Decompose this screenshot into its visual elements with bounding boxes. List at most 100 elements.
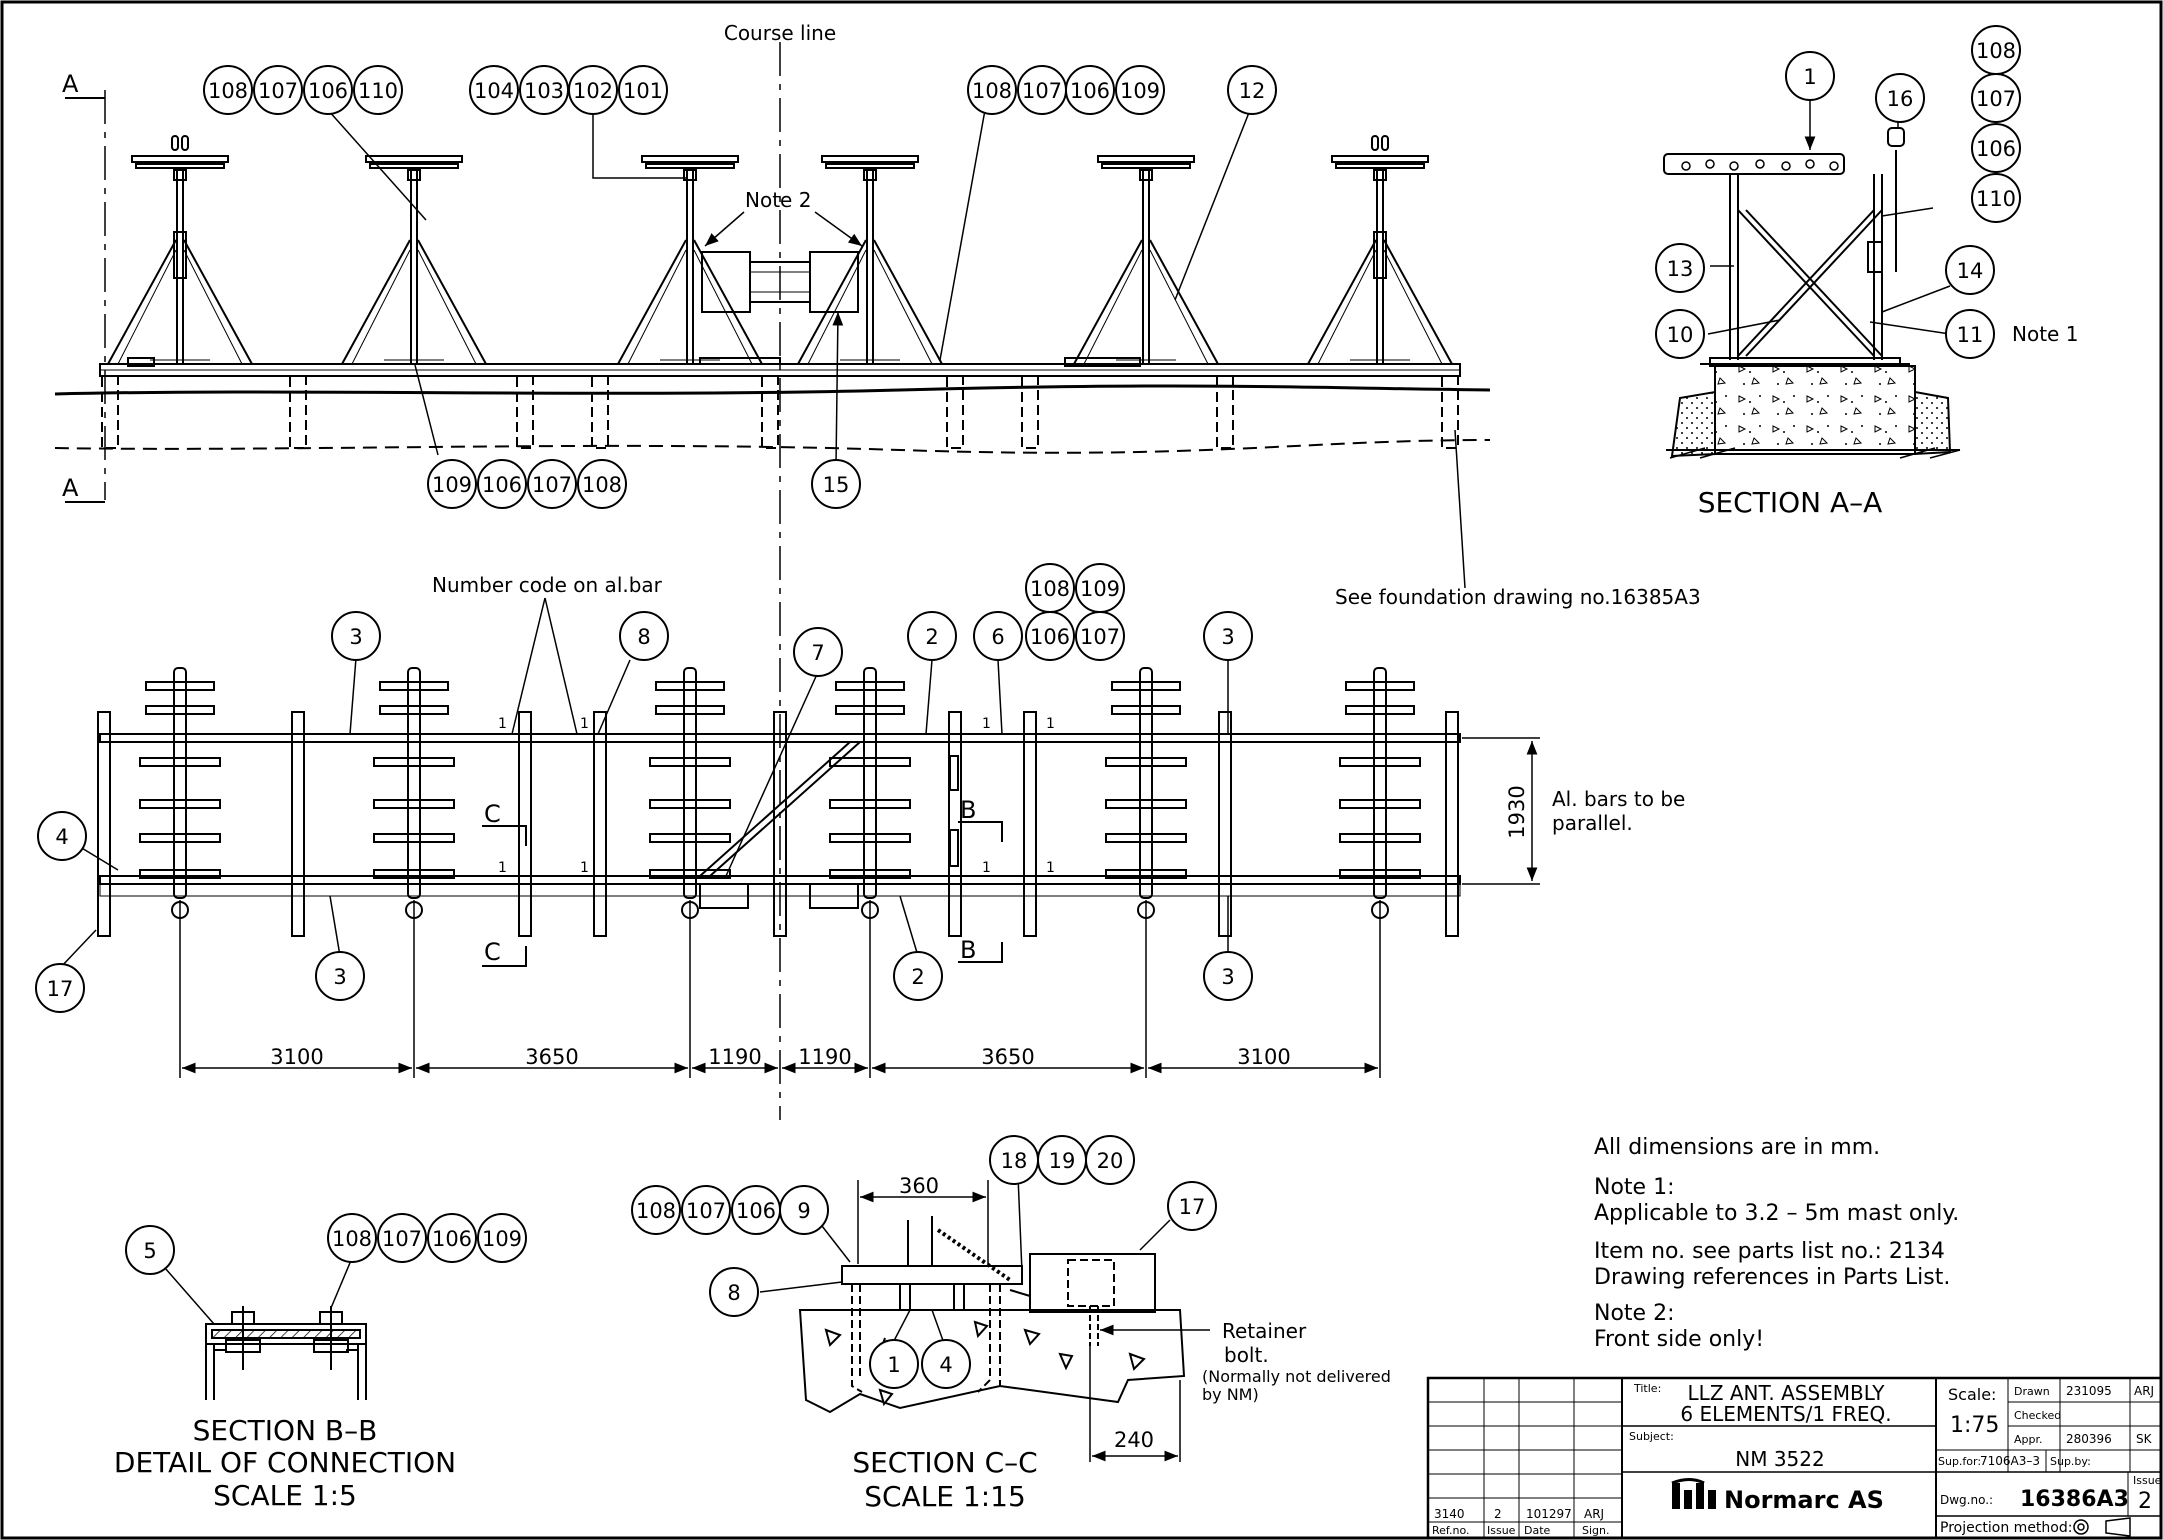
item-balloon: 7	[793, 627, 843, 677]
balloon-number: 2	[911, 965, 924, 989]
item-balloon: 103	[519, 65, 569, 115]
balloon-number: 4	[55, 825, 68, 849]
svg-text:Projection method:: Projection method:	[1940, 1520, 2072, 1536]
balloon-number: 2	[925, 625, 938, 649]
item-balloon: 3	[331, 611, 381, 661]
number-code-note: Number code on al.bar	[432, 573, 663, 597]
svg-text:Subject:: Subject:	[1629, 1430, 1674, 1443]
item-balloon: 106	[427, 1213, 477, 1263]
svg-text:SK: SK	[2136, 1432, 2153, 1446]
balloon-number: 16	[1887, 87, 1914, 111]
svg-text:3100: 3100	[270, 1045, 323, 1069]
dimension-texts: 3100 3650 1190 1190 3650 3100 1930	[270, 785, 1529, 1069]
svg-text:1: 1	[1046, 860, 1055, 876]
balloon-number: 103	[524, 79, 564, 103]
item-balloon: 17	[35, 963, 85, 1013]
balloon-number: 15	[823, 473, 850, 497]
retainer-3: (Normally not delivered	[1202, 1367, 1391, 1386]
item-balloon: 2	[907, 611, 957, 661]
item-balloon: 108	[1025, 563, 1075, 613]
balloon-number: 3	[349, 625, 362, 649]
svg-text:Normarc AS: Normarc AS	[1724, 1486, 1884, 1514]
balloon-number: 106	[1030, 625, 1070, 649]
balloon-number: 102	[573, 79, 613, 103]
balloon-number: 4	[939, 1353, 952, 1377]
dim-360: 360	[899, 1174, 939, 1198]
item-balloon: 18	[989, 1135, 1039, 1185]
balloon-number: 13	[1667, 257, 1694, 281]
plan-view	[97, 667, 1461, 937]
item-balloon: 108	[631, 1185, 681, 1235]
svg-text:6 ELEMENTS/1 FREQ.: 6 ELEMENTS/1 FREQ.	[1680, 1402, 1891, 1426]
svg-text:1: 1	[982, 860, 991, 876]
balloon-number: 107	[1080, 625, 1120, 649]
balloon-number: 106	[482, 473, 522, 497]
svg-text:SECTION C–C: SECTION C–C	[852, 1446, 1037, 1479]
balloon-number: 1	[887, 1353, 900, 1377]
section-aa-title: SECTION A–A	[1698, 486, 1883, 519]
leaders-elevation	[327, 109, 1466, 589]
svg-text:Drawing references in Parts Li: Drawing references in Parts List.	[1594, 1265, 1950, 1290]
balloon-number: 108	[208, 79, 248, 103]
svg-text:1: 1	[982, 716, 991, 732]
balloon-number: 107	[686, 1199, 726, 1223]
balloon-number: 107	[382, 1227, 422, 1251]
svg-text:101297: 101297	[1526, 1507, 1572, 1521]
section-cc-titles: SECTION C–C SCALE 1:15	[852, 1446, 1037, 1513]
svg-text:3140: 3140	[1434, 1507, 1465, 1521]
balloon-number: 12	[1239, 79, 1266, 103]
item-balloon: 1	[869, 1339, 919, 1389]
item-balloon: 9	[779, 1185, 829, 1235]
item-balloon: 17	[1167, 1181, 1217, 1231]
balloon-number: 14	[1957, 259, 1984, 283]
svg-text:All dimensions are in mm.: All dimensions are in mm.	[1594, 1135, 1880, 1160]
bar-codes: 1 1 1 1 1 1 1 1	[498, 716, 1055, 876]
section-c-bottom: C	[484, 938, 501, 966]
svg-text:7106A3–3: 7106A3–3	[1980, 1454, 2040, 1468]
item-balloon: 106	[1065, 65, 1115, 115]
item-balloon: 107	[1017, 65, 1067, 115]
item-balloon: 101	[618, 65, 668, 115]
item-balloon: 110	[353, 65, 403, 115]
item-balloon: 107	[1971, 73, 2021, 123]
svg-text:Checked: Checked	[2014, 1409, 2061, 1422]
item-balloon: 108	[1971, 25, 2021, 75]
title-block	[1426, 1376, 2163, 1540]
svg-text:2: 2	[2138, 1489, 2152, 1514]
item-balloon: 8	[619, 611, 669, 661]
item-balloon: 19	[1037, 1135, 1087, 1185]
item-balloon: 20	[1085, 1135, 1135, 1185]
leaders-bb	[164, 1257, 353, 1325]
svg-text:ARJ: ARJ	[1584, 1507, 1604, 1521]
item-balloon: 108	[577, 459, 627, 509]
balloon-number: 107	[1976, 87, 2016, 111]
item-balloon: 107	[1075, 611, 1125, 661]
item-balloon: 1	[1785, 51, 1835, 101]
item-balloon: 5	[125, 1225, 175, 1275]
item-balloon: 109	[1115, 65, 1165, 115]
balloon-number: 5	[143, 1239, 156, 1263]
note1-label: Note 1	[2012, 322, 2078, 346]
item-balloon: 107	[527, 459, 577, 509]
section-b-top: B	[960, 796, 976, 824]
item-balloon: 107	[681, 1185, 731, 1235]
svg-text:Sup.for:: Sup.for:	[1938, 1455, 1981, 1468]
balloon-number: 106	[308, 79, 348, 103]
svg-text:Applicable to 3.2 – 5m mast on: Applicable to 3.2 – 5m mast only.	[1594, 1201, 1959, 1226]
section-a-bottom-label: A	[62, 474, 79, 502]
svg-text:NM 3522: NM 3522	[1735, 1447, 1824, 1471]
item-balloon: 106	[303, 65, 353, 115]
svg-text:Appr.: Appr.	[2014, 1433, 2043, 1446]
svg-text:SCALE 1:5: SCALE 1:5	[213, 1479, 357, 1512]
svg-text:SCALE 1:15: SCALE 1:15	[864, 1480, 1026, 1513]
svg-text:SECTION B–B: SECTION B–B	[193, 1414, 378, 1447]
item-balloon: 3	[315, 951, 365, 1001]
item-balloon: 109	[477, 1213, 527, 1263]
retainer-4: by NM)	[1202, 1385, 1259, 1404]
balloon-number: 109	[1080, 577, 1120, 601]
item-balloon: 4	[921, 1339, 971, 1389]
balloon-number: 108	[332, 1227, 372, 1251]
svg-text:Ref.no.: Ref.no.	[1432, 1524, 1470, 1537]
